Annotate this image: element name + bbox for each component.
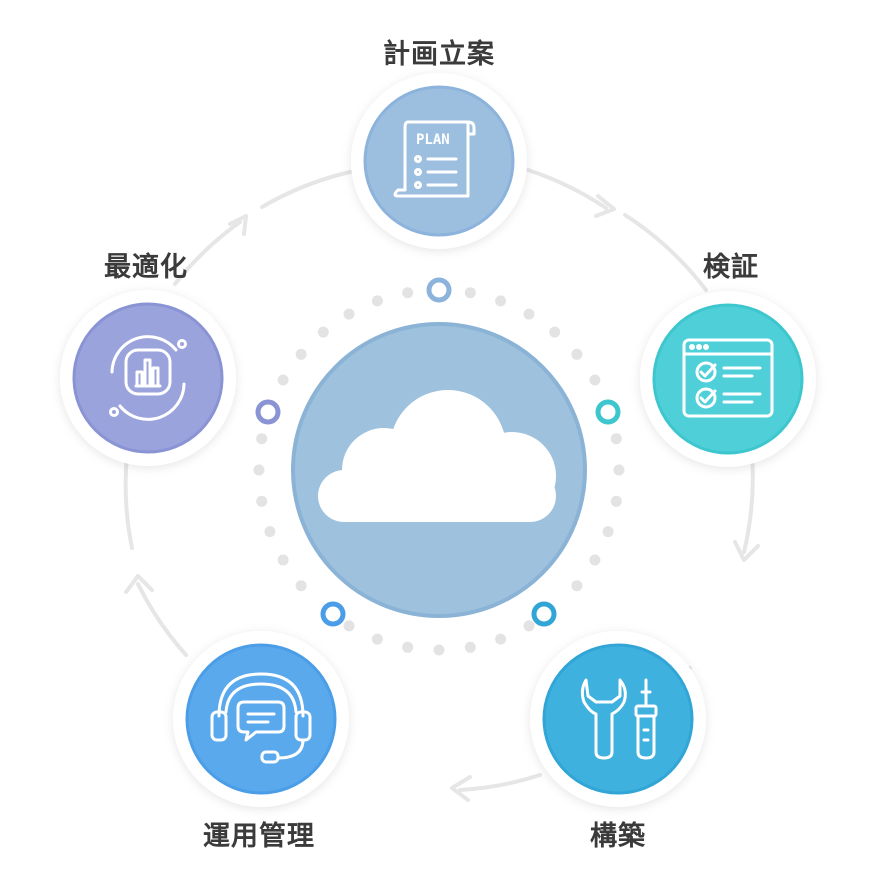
marker-build (531, 601, 557, 627)
ring-dot (549, 326, 561, 338)
ring-dot (371, 633, 383, 645)
arrow-to-operate (450, 775, 472, 802)
ring-dot (277, 554, 289, 566)
plan-icon-text: PLAN (416, 132, 450, 148)
wrench-screwdriver-icon (580, 678, 658, 760)
ring-dot (602, 526, 614, 538)
ring-dot (495, 295, 507, 307)
arrow-to-plan (228, 214, 248, 236)
ring-dot (464, 641, 476, 653)
step-label-plan: 計画立案 (383, 39, 495, 70)
marker-verify (595, 399, 621, 425)
cycle-arrowheads (124, 194, 760, 802)
step-optimize (60, 290, 236, 466)
plan-document-icon: PLAN (393, 120, 476, 198)
cloud-icon (318, 390, 556, 522)
ring-dot (589, 554, 601, 566)
arc-left-side (123, 453, 134, 550)
center-node (291, 322, 587, 618)
ring-dot (343, 620, 355, 632)
checklist-window-icon (682, 338, 774, 418)
arrow-to-optimize (124, 574, 154, 594)
ring-dot (295, 580, 307, 592)
ring-dot (253, 464, 265, 476)
step-label-build: 構築 (590, 821, 646, 852)
ring-dot (464, 287, 476, 299)
ring-dot (610, 433, 622, 445)
ring-dot (523, 620, 535, 632)
ring-dot (571, 580, 583, 592)
ring-dot (371, 295, 383, 307)
ring-dot (402, 641, 414, 653)
ring-markers (255, 277, 621, 627)
ring-dot (571, 348, 583, 360)
ring-dot (264, 526, 276, 538)
arc-verify-to-build (742, 453, 755, 554)
ring-dot (433, 644, 445, 656)
ring-dot (610, 495, 622, 507)
arc-plan-to-verify (526, 168, 608, 210)
arc-optimize-to-plan (173, 220, 242, 286)
marker-plan (426, 277, 452, 303)
step-label-optimize: 最適化 (104, 252, 188, 283)
arc-optimize-to-plan-tail (260, 170, 352, 209)
ring-dot (277, 374, 289, 386)
ring-dot (402, 287, 414, 299)
marker-optimize (255, 399, 281, 425)
arc-right-upper (623, 213, 708, 292)
arc-operate-to-optimize (136, 582, 188, 657)
arrow-to-verify (594, 194, 616, 218)
step-label-operate: 運用管理 (203, 821, 315, 852)
ring-dot (343, 308, 355, 320)
step-operate (173, 631, 349, 807)
ring-dot (613, 464, 625, 476)
ring-dot (256, 495, 268, 507)
step-label-verify: 検証 (703, 252, 759, 283)
step-verify (640, 291, 816, 467)
bar-chart-cycle-icon (109, 335, 187, 421)
arrow-to-build (733, 540, 760, 562)
step-plan: PLAN (351, 73, 527, 249)
arc-build-to-operate-tail (458, 773, 542, 792)
ring-dot (256, 433, 268, 445)
marker-operate (320, 601, 346, 627)
ring-dot (295, 348, 307, 360)
headset-support-icon (210, 672, 312, 764)
ring-dot (589, 374, 601, 386)
step-build (530, 631, 706, 807)
ring-dot (317, 326, 329, 338)
ring-dot (523, 308, 535, 320)
dotted-ring (253, 287, 625, 656)
ring-dot (495, 633, 507, 645)
